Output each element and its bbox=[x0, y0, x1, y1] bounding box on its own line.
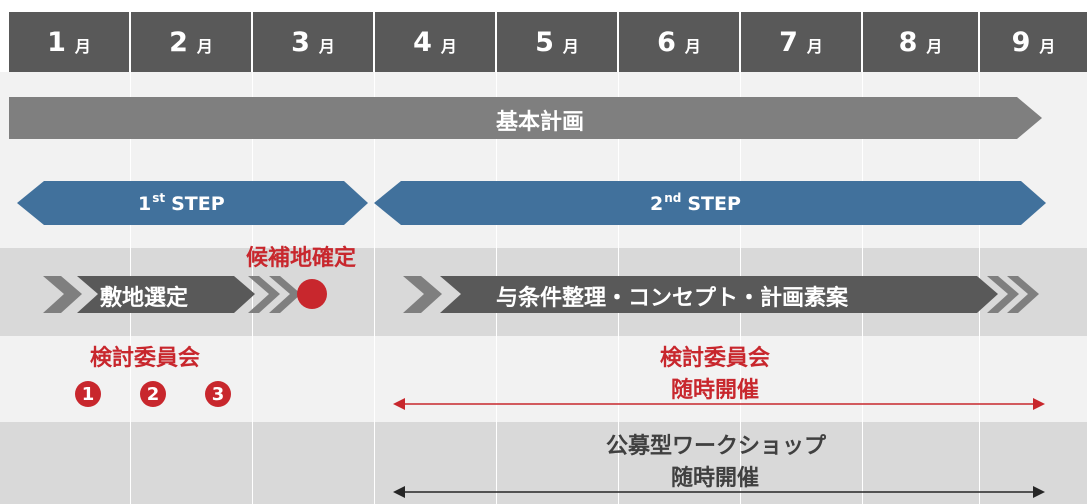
month-number: 2 bbox=[169, 26, 189, 58]
committee-label-right: 検討委員会 bbox=[659, 346, 770, 371]
divider bbox=[374, 72, 375, 504]
committee-badge-2: 2 bbox=[140, 381, 166, 407]
basic-plan-label: 基本計画 bbox=[495, 110, 584, 135]
second-step-label: 2nd STEP bbox=[650, 191, 741, 215]
month-unit: 月 bbox=[1039, 37, 1056, 56]
month-unit: 月 bbox=[318, 37, 335, 56]
month-unit: 月 bbox=[806, 37, 823, 56]
second-step-suffix: nd bbox=[664, 191, 682, 205]
month-number: 8 bbox=[898, 26, 919, 58]
first-step-ordinal: 1 bbox=[138, 193, 152, 215]
committee-label-left: 検討委員会 bbox=[90, 346, 201, 371]
first-step-label: 1st STEP bbox=[138, 191, 225, 215]
committee-frequency: 随時開催 bbox=[670, 378, 759, 403]
month-number: 4 bbox=[413, 26, 433, 58]
site-selection-arrow bbox=[43, 276, 301, 313]
committee-badge-1: 1 bbox=[75, 381, 101, 407]
month-number: 7 bbox=[779, 26, 799, 58]
month-number: 5 bbox=[535, 26, 555, 58]
first-step-arrow bbox=[17, 181, 368, 225]
month-number: 1 bbox=[47, 26, 67, 58]
workshop-label: 公募型ワークショップ bbox=[605, 434, 826, 459]
first-step-word: STEP bbox=[171, 193, 225, 215]
month-unit: 月 bbox=[440, 37, 457, 56]
site-selection-label: 敷地選定 bbox=[100, 286, 189, 311]
workshop-frequency: 随時開催 bbox=[670, 466, 759, 491]
month-unit: 月 bbox=[926, 37, 943, 56]
planning-label: 与条件整理・コンセプト・計画素案 bbox=[496, 286, 849, 311]
first-step-suffix: st bbox=[152, 191, 166, 205]
second-step-arrow bbox=[374, 181, 1046, 225]
basic-plan-arrow bbox=[9, 97, 1042, 139]
month-unit: 月 bbox=[74, 37, 91, 56]
month-number: 9 bbox=[1011, 26, 1032, 58]
committee-badge-3: 3 bbox=[205, 381, 231, 407]
month-number: 6 bbox=[657, 26, 677, 58]
milestone-dot bbox=[297, 279, 327, 309]
month-unit: 月 bbox=[684, 37, 701, 56]
second-step-ordinal: 2 bbox=[650, 193, 664, 215]
second-step-word: STEP bbox=[687, 193, 741, 215]
divider bbox=[252, 72, 253, 504]
milestone-label: 候補地確定 bbox=[246, 246, 357, 271]
planning-arrow bbox=[403, 276, 1039, 313]
month-unit: 月 bbox=[562, 37, 579, 56]
month-unit: 月 bbox=[196, 37, 213, 56]
month-number: 3 bbox=[291, 26, 311, 58]
